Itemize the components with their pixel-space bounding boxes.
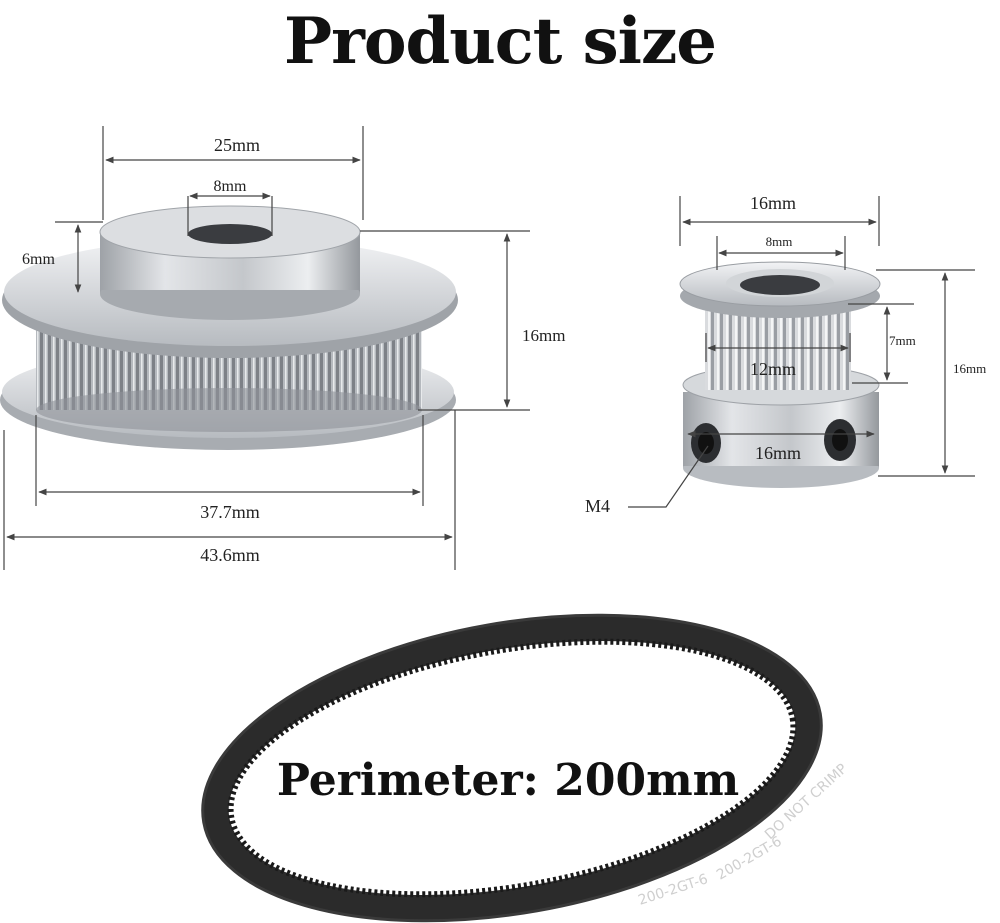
bore-hole [188, 224, 272, 244]
timing-belt: 200-2GT-6 DO NOT CRIMP 200-2GT-6 Perimet… [201, 613, 851, 923]
small-bore-hole [740, 275, 820, 295]
dim-hub-height: 6mm [22, 251, 55, 268]
dim-total-height: 16mm [522, 326, 565, 345]
dim-small-hub-diameter: 16mm [755, 443, 801, 463]
dim-belt-width: 7mm [889, 333, 916, 348]
dim-screw: M4 [585, 496, 610, 516]
belt-perimeter: Perimeter: 200mm [277, 755, 739, 806]
dim-flange-diameter: 43.6mm [200, 545, 260, 565]
page-title: Product size [283, 4, 717, 79]
dim-small-bore: 8mm [766, 234, 793, 249]
small-pulley: 16mm 8mm 7mm 12mm 16mm 16mm M4 [585, 193, 986, 516]
dim-small-teeth-diameter: 12mm [750, 359, 796, 379]
dim-small-height: 16mm [953, 361, 986, 376]
dim-bore: 8mm [214, 178, 247, 195]
large-pulley: 25mm 8mm 6mm 16mm 37.7mm 43.6mm [0, 126, 565, 570]
dim-top-width: 25mm [214, 135, 260, 155]
dim-teeth-diameter: 37.7mm [200, 502, 260, 522]
dim-small-width: 16mm [750, 193, 796, 213]
